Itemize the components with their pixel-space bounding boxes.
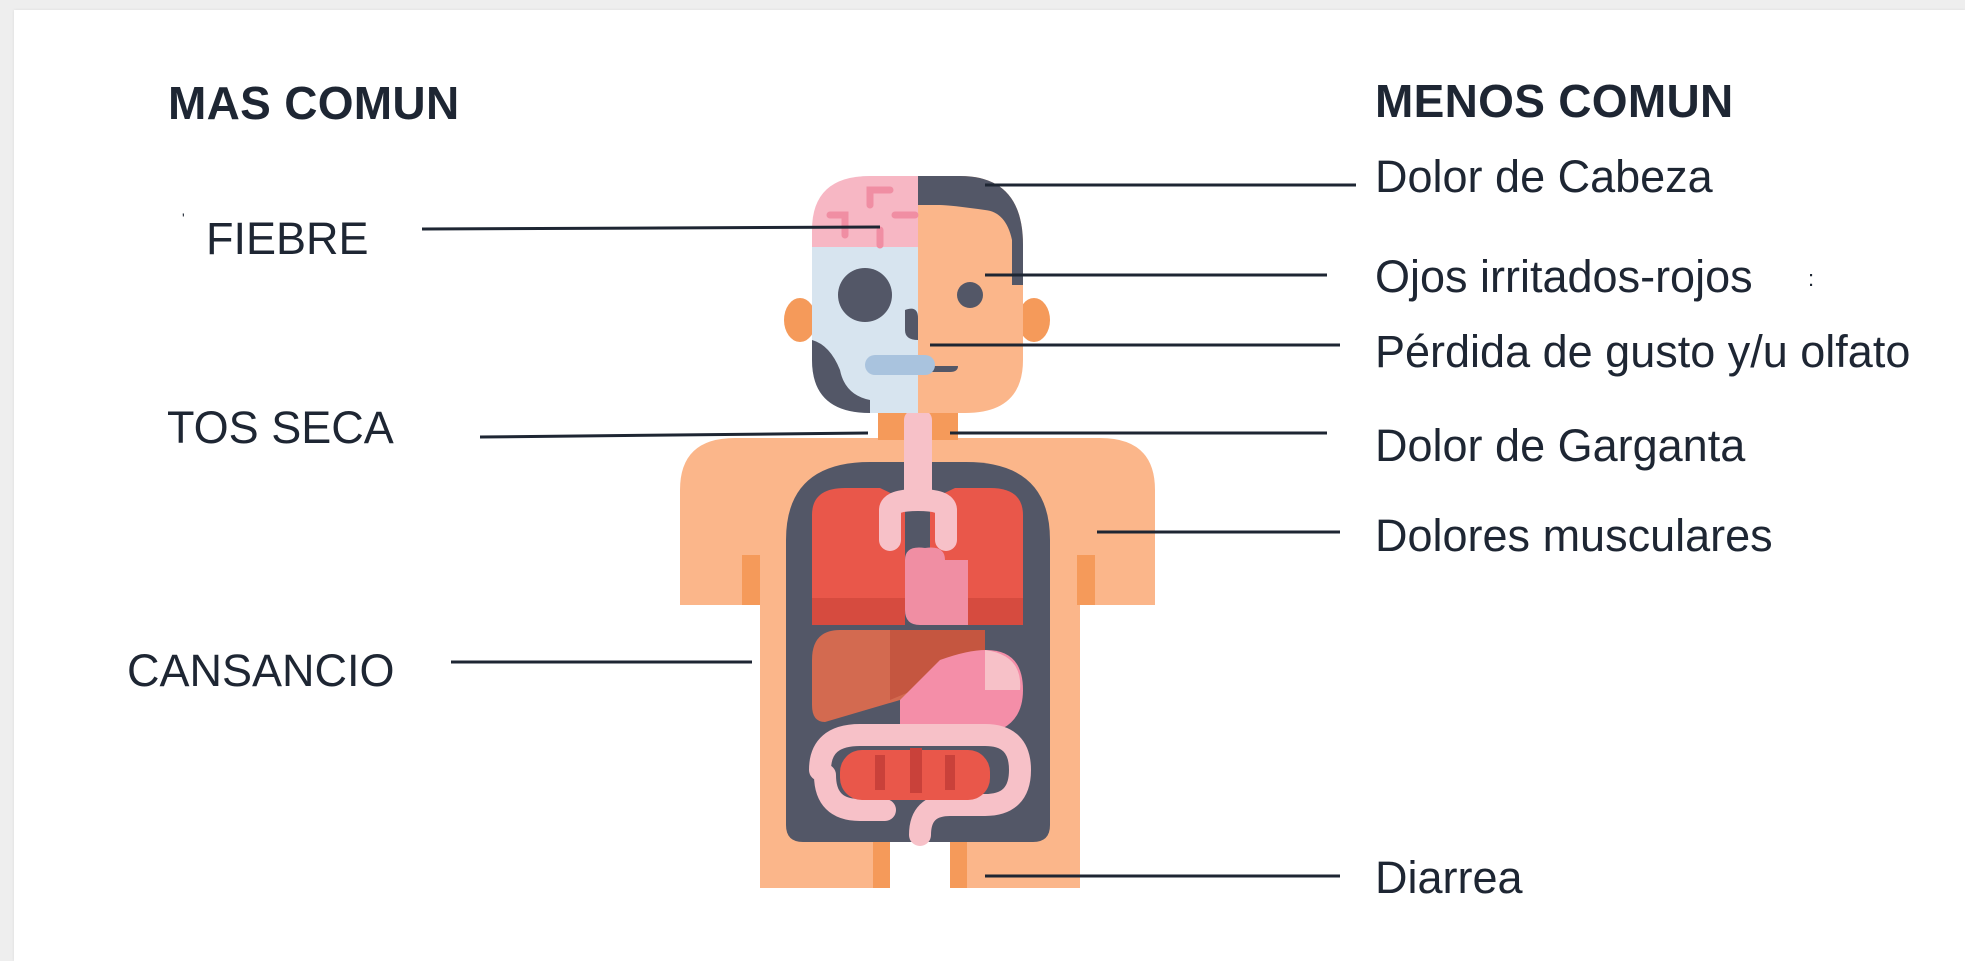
leg-shadow-left — [873, 842, 890, 888]
label-tos-seca: TOS SECA — [167, 402, 394, 454]
skull-eye-socket — [838, 268, 892, 322]
intestine-fold-2 — [910, 748, 922, 793]
lung-base-left — [812, 598, 905, 625]
intestine-fold-3 — [945, 755, 955, 790]
stray-mark-right: : — [1808, 266, 1814, 292]
intestine-fold-1 — [875, 755, 885, 790]
leader-fiebre — [422, 227, 880, 229]
stray-mark: ' — [182, 210, 185, 226]
label-perdida-gusto: Pérdida de gusto y/u olfato — [1375, 326, 1910, 378]
heading-menos-comun: MENOS COMUN — [1375, 74, 1734, 128]
label-ojos-irritados: Ojos irritados-rojos — [1375, 251, 1753, 303]
leg-shadow-right — [950, 842, 967, 888]
leader-tos-seca — [480, 433, 868, 437]
label-fiebre: FIEBRE — [206, 213, 369, 265]
label-diarrea: Diarrea — [1375, 852, 1523, 904]
right-eye — [957, 282, 983, 308]
label-dolores-musculares: Dolores musculares — [1375, 510, 1773, 562]
ear-left — [784, 298, 816, 342]
label-cansancio: CANSANCIO — [127, 645, 395, 697]
heading-mas-comun: MAS COMUN — [168, 76, 459, 130]
arm-shadow-left — [742, 555, 760, 605]
label-dolor-garganta: Dolor de Garganta — [1375, 420, 1745, 472]
leg-gap — [890, 842, 950, 888]
arm-shadow-right — [1077, 555, 1095, 605]
skull-nose — [905, 309, 918, 340]
label-dolor-cabeza: Dolor de Cabeza — [1375, 151, 1713, 203]
teeth — [865, 355, 935, 375]
